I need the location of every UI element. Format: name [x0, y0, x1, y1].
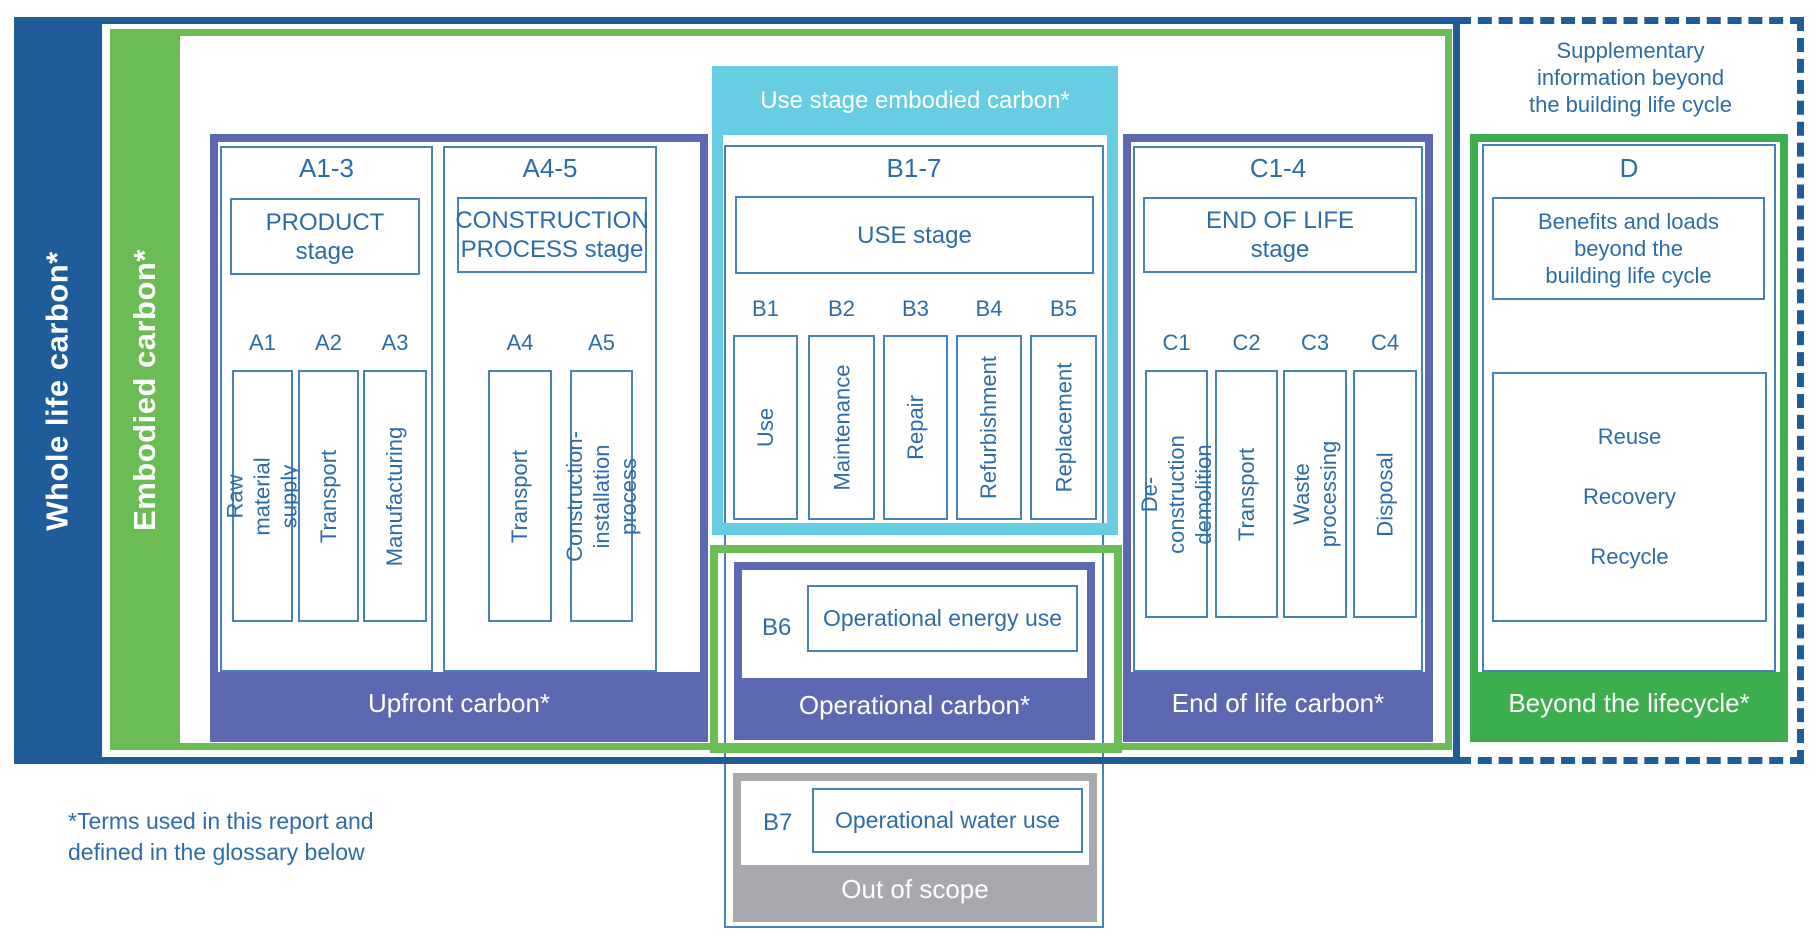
- module-code-a2: A2: [315, 330, 342, 355]
- module-a3: Manufacturing: [363, 370, 427, 622]
- product-stage-name: PRODUCT stage: [230, 198, 420, 275]
- module-code-c3: C3: [1300, 330, 1330, 355]
- product-stage-code: A1-3: [299, 153, 354, 183]
- module-code-c4: C4: [1370, 330, 1400, 355]
- whole-life-carbon-bar: Whole life carbon*: [14, 17, 102, 764]
- glossary-footnote: *Terms used in this report and defined i…: [68, 808, 374, 865]
- upfront-carbon-footer: Upfront carbon*: [218, 672, 700, 734]
- module-code-b2: B2: [828, 296, 855, 321]
- beyond-lifecycle-footer: Beyond the lifecycle*: [1478, 672, 1780, 734]
- supplementary-dashed-box: [1457, 17, 1804, 764]
- operational-energy-use-box: Operational energy use: [807, 585, 1078, 652]
- module-code-b1: B1: [752, 296, 779, 321]
- recovery-item: Recovery: [1583, 484, 1676, 509]
- module-b3: Repair: [883, 335, 948, 520]
- module-code-c2: C2: [1232, 330, 1261, 355]
- module-c2: Transport: [1215, 370, 1278, 618]
- module-c4: Disposal: [1353, 370, 1417, 618]
- operational-carbon-footer: Operational carbon*: [742, 678, 1087, 732]
- use-stage-band-bottom: [712, 523, 1118, 535]
- construction-stage-code: A4-5: [522, 153, 578, 183]
- end-of-life-stage-name: END OF LIFE stage: [1143, 197, 1417, 273]
- upfront-carbon-group: Upfront carbon*: [210, 134, 708, 742]
- use-stage-name: USE stage: [735, 196, 1094, 274]
- module-b5: Replacement: [1030, 335, 1097, 520]
- module-a4: Transport: [488, 370, 552, 622]
- whole-life-carbon-outline: [14, 17, 1460, 764]
- module-code-b6: B6: [762, 614, 792, 641]
- module-a5: Construction- installation process: [562, 370, 641, 622]
- module-a1: Raw material supply: [223, 370, 302, 622]
- module-c3: Waste processing: [1283, 370, 1347, 618]
- module-code-b7: B7: [763, 809, 793, 836]
- reuse-item: Reuse: [1597, 424, 1662, 449]
- out-of-scope-group: B7 Operational water use Out of scope: [733, 773, 1097, 922]
- module-code-a1: A1: [249, 330, 276, 355]
- embodied-carbon-bar: Embodied carbon*: [110, 29, 180, 750]
- module-c1: De-construction demolition: [1137, 370, 1216, 618]
- module-code-b3: B3: [902, 296, 929, 321]
- module-a2: Transport: [298, 370, 359, 622]
- construction-stage-name: CONSTRUCTION PROCESS stage: [455, 197, 649, 273]
- use-stage-band-left: [712, 135, 723, 535]
- module-b2: Maintenance: [808, 335, 875, 520]
- reuse-recovery-recycle-box: Reuse Recovery Recycle: [1492, 372, 1767, 622]
- end-of-life-footer: End of life carbon*: [1131, 672, 1425, 734]
- recycle-item: Recycle: [1590, 544, 1669, 569]
- end-of-life-group: End of life carbon*: [1123, 134, 1433, 742]
- end-of-life-stage-code: C1-4: [1249, 153, 1307, 183]
- module-code-a5: A5: [588, 330, 615, 355]
- module-code-b4: B4: [975, 296, 1003, 321]
- benefits-stage-code: D: [1619, 153, 1639, 183]
- use-stage-embodied-banner: Use stage embodied carbon*: [712, 66, 1118, 135]
- module-code-a4: A4: [506, 330, 534, 355]
- operational-carbon-group: B6 Operational energy use Operational ca…: [734, 562, 1095, 740]
- use-stage-code: B1-7: [886, 153, 942, 183]
- module-b1: Use: [733, 335, 798, 520]
- module-code-a3: A3: [381, 330, 409, 355]
- beyond-lifecycle-group: Beyond the lifecycle*: [1470, 134, 1788, 742]
- supplementary-note: Supplementary information beyond the bui…: [1528, 38, 1732, 117]
- operational-water-use-box: Operational water use: [812, 788, 1083, 853]
- out-of-scope-footer: Out of scope: [741, 865, 1089, 914]
- module-code-b5: B5: [1050, 296, 1077, 321]
- module-b4: Refurbishment: [956, 335, 1022, 520]
- embodied-carbon-outline: [110, 29, 1452, 750]
- benefits-stage-name: Benefits and loads beyond the building l…: [1492, 197, 1765, 300]
- use-stage-band-right: [1107, 135, 1118, 535]
- module-code-c1: C1: [1162, 330, 1191, 355]
